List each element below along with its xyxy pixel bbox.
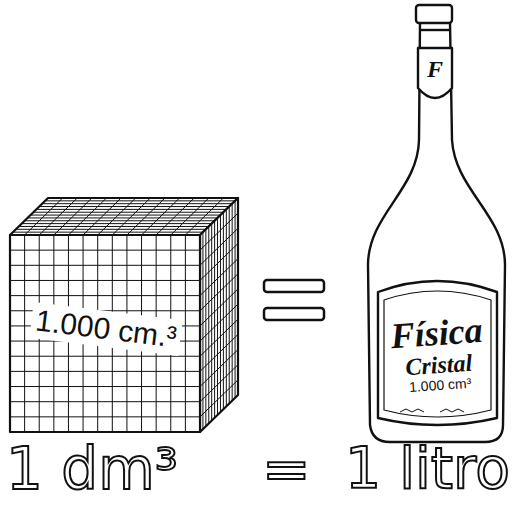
equals-bar xyxy=(264,308,324,320)
grid-line xyxy=(185,235,186,432)
cube-right-face xyxy=(200,198,238,432)
node-text: Física xyxy=(389,312,483,356)
bottle-drawing xyxy=(368,5,505,442)
body-label-inner xyxy=(384,291,491,417)
grid-line xyxy=(10,416,200,417)
cube-top-face xyxy=(10,198,238,235)
grid-line xyxy=(200,365,238,402)
grid-line xyxy=(45,200,235,201)
cube-grid xyxy=(10,198,238,432)
volume-unit: 1 dm³ xyxy=(6,440,178,498)
node-text: 1.000 cm.³ xyxy=(30,302,183,355)
equals-text: = xyxy=(262,440,311,498)
bottle-label: FísicaCristal1.000 cm³ xyxy=(376,286,501,422)
grid-line xyxy=(10,280,200,281)
grid-line xyxy=(10,386,200,387)
equals-bar xyxy=(264,280,324,292)
bottle-ring xyxy=(419,29,451,31)
neck-label-shape xyxy=(418,48,452,98)
volume-unit: 1 litro xyxy=(345,440,510,497)
node-text: 1.000 cm³ xyxy=(409,376,472,395)
bottle-body xyxy=(368,22,505,442)
grid-line xyxy=(10,401,200,402)
grid-line xyxy=(42,203,232,204)
cube-front-face xyxy=(10,235,200,432)
neck-label: F xyxy=(420,50,450,90)
node-text: F xyxy=(427,57,443,82)
grid-line xyxy=(10,295,200,296)
label-squiggle xyxy=(400,409,464,412)
body-label-shape xyxy=(378,281,497,425)
grid-line xyxy=(10,250,200,251)
grid-line xyxy=(185,198,223,235)
equals-sign xyxy=(264,280,324,320)
grid-line xyxy=(24,235,25,432)
grid-line xyxy=(10,371,200,372)
grid-line xyxy=(235,201,236,398)
grid-line xyxy=(10,356,200,357)
grid-line xyxy=(10,265,200,266)
cube-drawing xyxy=(10,198,238,432)
bottle-cap xyxy=(416,5,452,23)
grid-line xyxy=(200,380,238,417)
